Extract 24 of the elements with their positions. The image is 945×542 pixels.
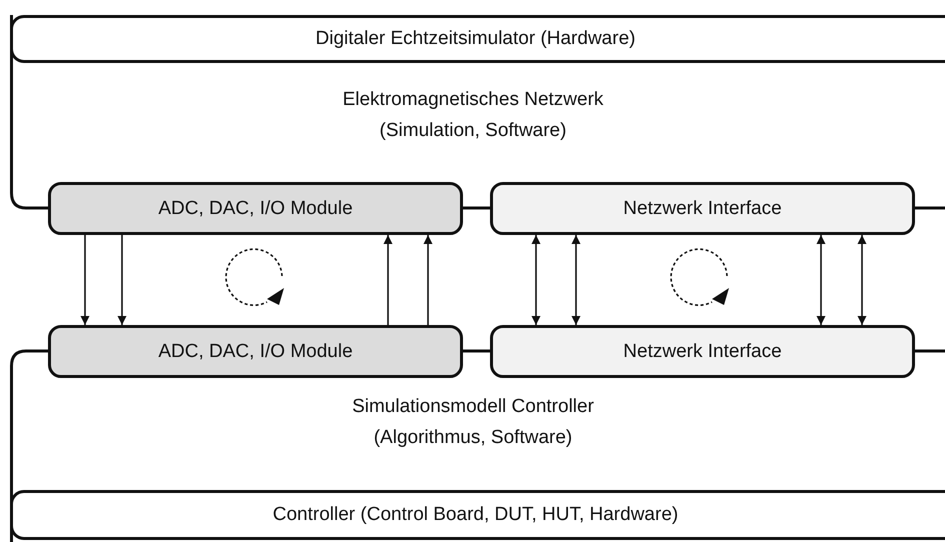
arrow	[424, 235, 432, 325]
simulator-frame	[10, 15, 945, 178]
box-label: ADC, DAC, I/O Module	[158, 198, 353, 220]
header-box	[10, 490, 945, 540]
interface-box	[490, 182, 915, 235]
box-label: ADC, DAC, I/O Module	[158, 340, 353, 362]
header-box	[10, 15, 945, 63]
box-label: Netzwerk Interface	[623, 198, 782, 220]
arrow	[858, 235, 866, 325]
controller-frame	[10, 382, 945, 542]
io-module-box	[48, 182, 463, 235]
arrow	[118, 235, 126, 325]
io-module-box	[48, 325, 463, 378]
arrow	[384, 235, 392, 325]
frame-label: Simulationsmodell Controller (Algorithmus, Software)	[351, 395, 595, 450]
box-label: Netzwerk Interface	[623, 340, 782, 362]
frame-label: Elektromagnetisches Netzwerk (Simulation, Software)	[342, 88, 604, 143]
header-label: Controller (Control Board, DUT, HUT, Hardware)	[272, 504, 680, 526]
arrow	[572, 235, 580, 325]
header-label: Digitaler Echtzeitsimulator (Hardware)	[314, 28, 636, 50]
arrow	[532, 235, 540, 325]
arrow	[816, 235, 826, 325]
interface-box	[490, 325, 915, 378]
arrow	[80, 235, 90, 325]
